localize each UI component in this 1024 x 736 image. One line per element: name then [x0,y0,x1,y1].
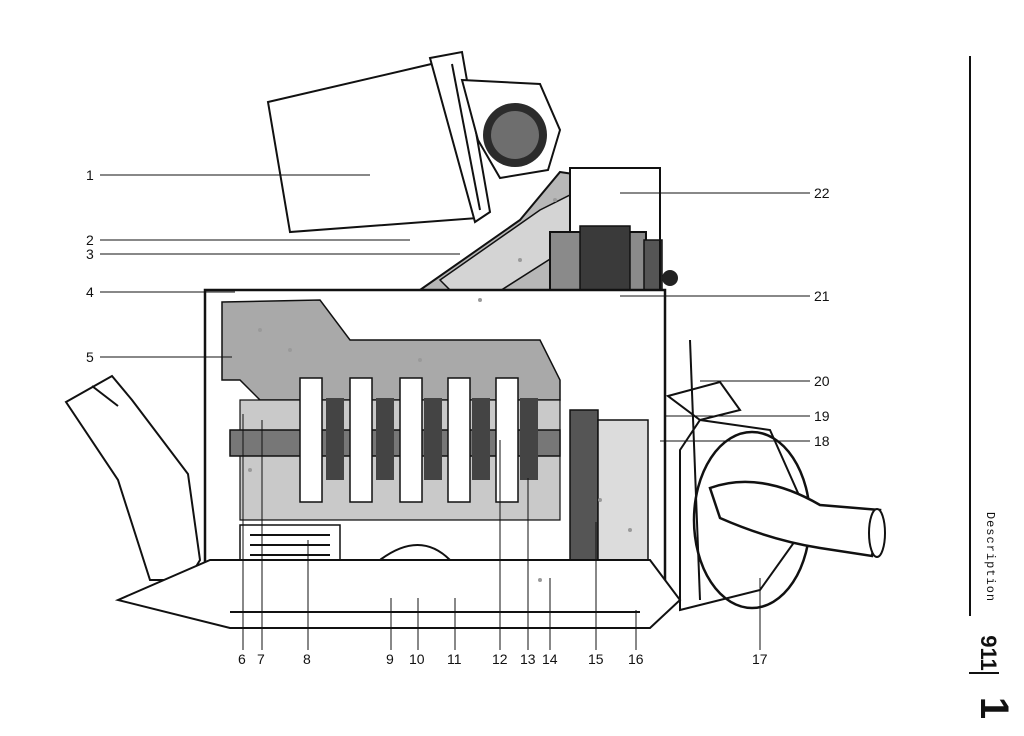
callout-14: 14 [542,651,558,667]
section-label: Description [980,510,1000,610]
callout-10: 10 [409,651,425,667]
stipple-texture [248,198,632,582]
callout-9: 9 [386,651,394,667]
throttle-body [460,78,562,180]
callout-15: 15 [588,651,604,667]
model-designation-text: 911 [976,635,1001,671]
bottom-pan [114,559,682,629]
callout-4: 4 [86,284,94,300]
leader-lines [100,174,810,650]
model-underline [969,672,999,674]
model-designation: 911 [972,628,1002,676]
crankshaft [229,377,561,503]
callout-13: 13 [520,651,536,667]
front-heat-exchanger [64,374,202,581]
callout-16: 16 [628,651,644,667]
callout-22: 22 [814,185,830,201]
callout-2: 2 [86,232,94,248]
callout-18: 18 [814,433,830,449]
page-number-text: 1 [972,696,1016,720]
callout-12: 12 [492,651,508,667]
callout-21: 21 [814,288,830,304]
engine-cutaway-diagram: 1 2 3 4 5 6 7 8 9 10 11 12 13 14 15 16 1… [64,50,886,667]
callout-labels: 1 2 3 4 5 6 7 8 9 10 11 12 13 14 15 16 1… [86,167,830,667]
callout-8: 8 [303,651,311,667]
section-label-text: Description [983,511,997,603]
callout-3: 3 [86,246,94,262]
margin-rule [969,56,971,616]
engine-illustration [64,50,886,629]
air-filter-housing [266,50,492,234]
flywheel [569,409,649,601]
callout-7: 7 [257,651,265,667]
muffler [665,339,886,612]
callout-20: 20 [814,373,830,389]
page-number: 1 [966,690,1022,726]
callout-17: 17 [752,651,768,667]
callout-5: 5 [86,349,94,365]
callout-6: 6 [238,651,246,667]
callout-1: 1 [86,167,94,183]
callout-11: 11 [447,651,462,667]
callout-19: 19 [814,408,830,424]
